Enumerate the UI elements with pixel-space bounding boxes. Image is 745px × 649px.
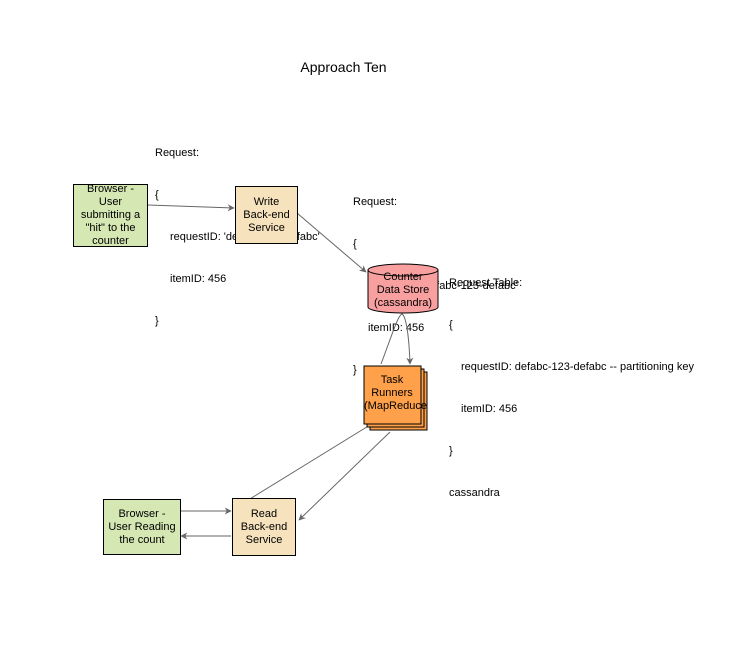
note-close-brace: }	[353, 364, 357, 376]
data-store-label: Counter Data Store (cassandra)	[368, 271, 438, 310]
node-label: Browser - User submitting a "hit" to the…	[80, 183, 141, 247]
node-label: Browser - User Reading the count	[108, 507, 176, 546]
note-line: itemID: 456	[461, 403, 518, 415]
note-open-brace: {	[353, 238, 357, 250]
node-label: Task	[380, 374, 404, 386]
edge-task-to-read-1	[231, 424, 371, 511]
note-label: Request:	[353, 196, 398, 208]
node-label: Write Back-end Service	[243, 195, 290, 234]
data-store-cylinder	[367, 263, 439, 314]
node-label: (MapReduce	[364, 400, 427, 412]
write-service-node: Write Back-end Service	[235, 186, 298, 244]
edge-store-task-loop	[380, 313, 414, 365]
browser-write-node: Browser - User submitting a "hit" to the…	[73, 183, 148, 247]
note-label: Request Table:	[449, 277, 523, 289]
task-runners-label: Task Runners (MapReduce	[364, 374, 427, 413]
note-label: Request:	[155, 147, 200, 159]
node-label: (cassandra)	[373, 297, 433, 309]
note-line: requestID: defabc-123-defabc -- partitio…	[461, 361, 694, 373]
edge-task-to-read-2	[298, 431, 391, 521]
read-service-node: Read Back-end Service	[232, 498, 296, 556]
note-open-brace: {	[449, 319, 453, 331]
note-open-brace: {	[155, 189, 159, 201]
browser-read-node: Browser - User Reading the count	[103, 499, 181, 555]
edge-write-to-store	[296, 212, 367, 273]
edge-browser-to-write	[147, 204, 235, 212]
node-label: Counter	[383, 271, 423, 283]
diagram-title: Approach Ten	[300, 59, 387, 75]
node-label: Data Store	[376, 284, 430, 296]
note-close-brace: }	[449, 445, 453, 457]
note-footer: cassandra	[449, 487, 500, 499]
request-table-note: Request Table: { requestID: defabc-123-d…	[449, 248, 694, 514]
note-close-brace: }	[155, 315, 159, 327]
node-label: Runners	[371, 387, 413, 399]
note-line: itemID: 456	[170, 273, 227, 285]
note-line: itemID: 456	[368, 322, 425, 334]
task-runners-stack	[363, 365, 428, 431]
node-label: Read Back-end Service	[240, 507, 288, 546]
